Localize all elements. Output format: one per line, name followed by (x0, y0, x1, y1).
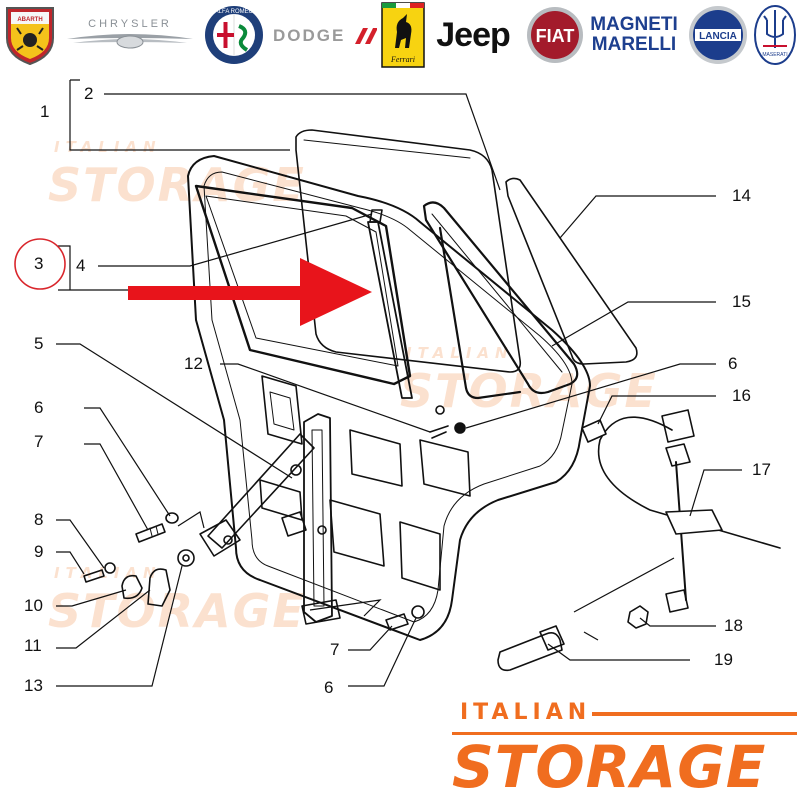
callout-7-bottom: 7 (330, 640, 340, 659)
weatherstrip-channel (422, 201, 579, 395)
leader-17 (689, 469, 742, 517)
chrysler-logo: CHRYSLER (62, 4, 198, 66)
callout-14: 14 (732, 186, 751, 205)
brand-logo-bar: ABARTH CHRYSLER ALFA ROMEO DODGE (0, 0, 800, 72)
callout-11: 11 (24, 636, 42, 655)
leader-9 (56, 551, 85, 575)
callout-19: 19 (714, 650, 733, 669)
callout-13: 13 (24, 676, 43, 695)
remote-control-cable (597, 416, 781, 549)
bush-13 (177, 549, 195, 567)
watermark: ITALIAN STORAGE (48, 566, 408, 676)
callout-9: 9 (34, 542, 44, 561)
leader-16 (597, 395, 716, 425)
leader-6-top (84, 407, 171, 517)
callout-6-mid: 6 (728, 354, 738, 373)
bolt-7 (135, 523, 166, 543)
highlight-circle (14, 238, 66, 290)
watermark-main-text: STORAGE (48, 584, 306, 638)
callout-10: 10 (24, 596, 43, 615)
callout-4: 4 (76, 256, 86, 275)
fiat-logo: FIAT (524, 4, 586, 66)
door-glass-pane (295, 129, 522, 373)
callout-6-top: 6 (34, 398, 44, 417)
callout-2: 2 (84, 84, 94, 103)
alfa-romeo-logo: ALFA ROMEO (202, 4, 266, 66)
leader-15 (551, 301, 716, 347)
callout-7-top: 7 (34, 432, 44, 451)
leader-6-mid (465, 363, 716, 429)
ferrari-logo: Ferrari (380, 2, 426, 68)
leader-1 (69, 79, 290, 151)
leader-14 (559, 195, 716, 239)
latch-bracket-16 (581, 419, 607, 443)
callout-6-bottom: 6 (324, 678, 334, 697)
magneti-marelli-logo: MAGNETI MARELLI (588, 4, 680, 66)
maserati-label: MASERATI (762, 52, 787, 58)
callout-16: 16 (732, 386, 751, 405)
callout-15: 15 (732, 292, 751, 311)
jeep-logo: Jeep (430, 4, 516, 66)
footer-brand-main: STORAGE (452, 733, 767, 801)
washer-6 (165, 512, 179, 524)
window-regulator (303, 413, 333, 623)
fiat-label: FIAT (536, 26, 575, 46)
lancia-label: LANCIA (699, 31, 737, 42)
leader-6-bottom (348, 617, 417, 687)
callout-3: 3 (34, 254, 44, 273)
abarth-label: ABARTH (17, 17, 42, 23)
leader-4 (98, 213, 373, 267)
callout-12: 12 (184, 354, 203, 373)
callout-1: 1 (40, 102, 50, 121)
abarth-logo: ABARTH (2, 4, 58, 66)
cap-10 (121, 574, 143, 600)
callout-17: 17 (752, 460, 771, 479)
leader-11 (56, 589, 151, 649)
highlight-arrow (128, 258, 372, 326)
leader-3-4 (58, 245, 128, 291)
lock-actuator-17 (665, 509, 723, 535)
callout-5: 5 (34, 334, 44, 353)
leader-7-bottom (348, 625, 393, 651)
window-seal (194, 184, 412, 386)
lancia-logo: LANCIA (686, 4, 750, 66)
nut-8 (104, 562, 116, 574)
callout-8: 8 (34, 510, 44, 529)
door-check-19 (497, 632, 563, 672)
leader-12 (220, 363, 431, 433)
quarter-glass (505, 177, 638, 365)
dodge-label: DODGE (273, 26, 345, 45)
leader-13 (56, 565, 183, 687)
watermark: ITALIAN STORAGE (48, 140, 408, 250)
alfa-romeo-label: ALFA ROMEO (215, 9, 254, 15)
screw-9 (83, 569, 105, 583)
jeep-label: Jeep (436, 15, 510, 54)
leader-18 (639, 617, 716, 627)
door-frame (187, 155, 591, 641)
leader-10 (56, 589, 127, 607)
italian-storage-logo: ITALIAN STORAGE (452, 700, 797, 796)
bolt-7-lower (385, 613, 409, 631)
marelli-label: MARELLI (591, 34, 677, 55)
dodge-logo: DODGE (270, 4, 378, 66)
clip-11 (147, 568, 171, 607)
leader-5 (56, 343, 293, 479)
leader-5-bracket (177, 511, 382, 617)
leader-7-top (84, 443, 149, 531)
magneti-label: MAGNETI (590, 14, 678, 35)
maserati-logo: MASERATI (752, 4, 798, 66)
watermark-top-text: ITALIAN (406, 344, 514, 362)
leader-19-bracket (573, 557, 675, 641)
leader-19 (547, 643, 690, 661)
callout-18: 18 (724, 616, 743, 635)
leader-8 (56, 519, 105, 569)
footer-brand-top: ITALIAN (460, 700, 592, 725)
ferrari-label: Ferrari (390, 55, 415, 64)
watermark-top-text: ITALIAN (54, 138, 162, 156)
washer-6-lower (411, 605, 425, 619)
nut-18 (627, 605, 649, 629)
chrysler-label: CHRYSLER (88, 18, 172, 30)
leader-2 (104, 93, 501, 191)
